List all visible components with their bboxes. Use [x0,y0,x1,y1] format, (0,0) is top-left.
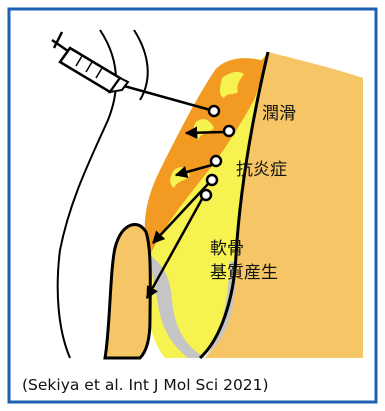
label-anti-inflammation: 抗炎症 [236,160,287,180]
cell-dot-icon [199,188,213,202]
arrow-icon [145,198,204,300]
cartilage-right [205,260,236,358]
cartilage-lower [150,255,205,358]
synovial-fluid [145,52,268,358]
syringe-icon [51,31,215,113]
label-cartilage-line1: 軟骨 [210,239,244,259]
synovium-fat-2 [193,119,214,140]
figure-caption: (Sekiya et al. Int J Mol Sci 2021) [22,376,269,394]
bone-right [205,52,363,358]
label-lubrication: 潤滑 [262,104,296,124]
synovium-fat-1 [220,71,244,98]
bone-right-outline [198,51,270,360]
arrow-icon [152,183,209,244]
cell-dot-icon [222,124,236,138]
arrow-icon [184,126,225,139]
synovium [144,52,268,255]
bone-lower [103,223,152,360]
label-cartilage-line2: 基質産生 [210,263,278,283]
arrow-icon [174,163,213,179]
cell-dot-icon [207,104,221,118]
skin-outline-upper [133,29,149,101]
cell-dot-icon [209,154,223,168]
cell-dot-icon [205,173,219,187]
